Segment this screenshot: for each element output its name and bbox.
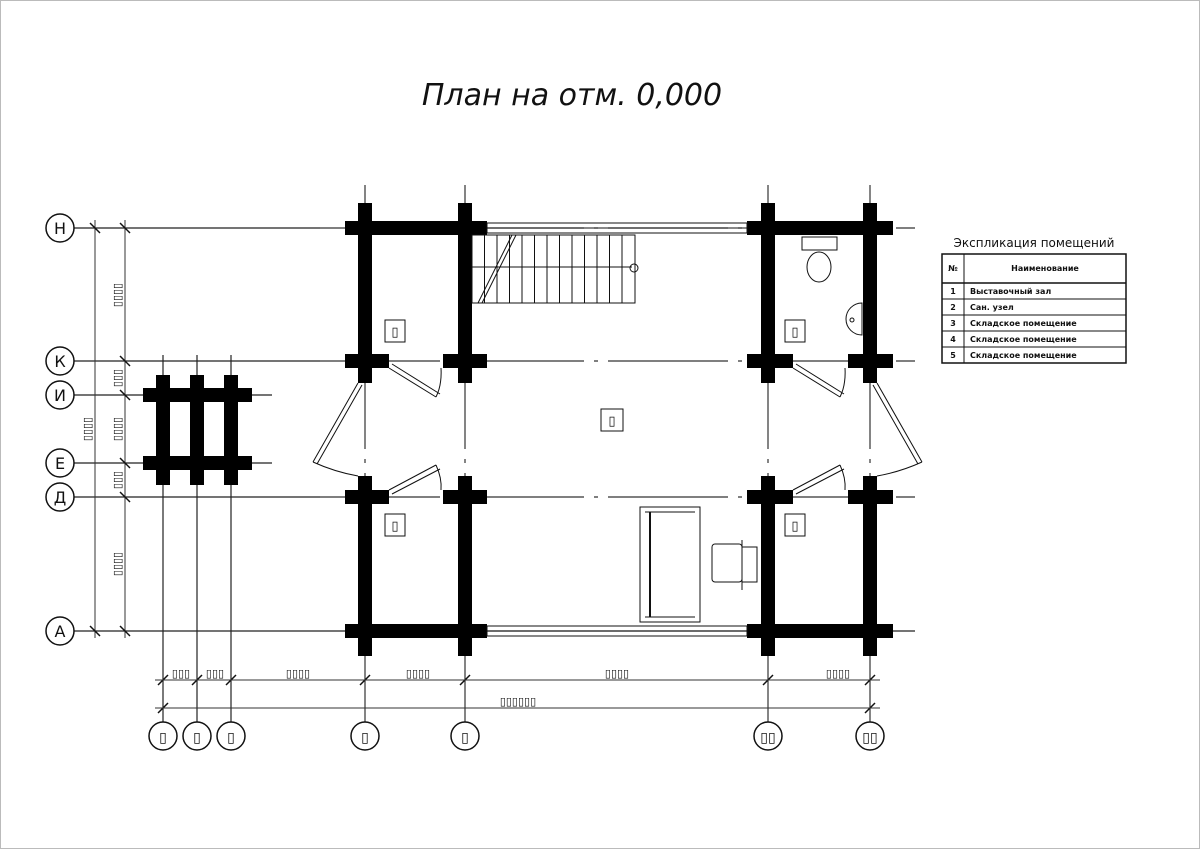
dimension-lines	[89, 220, 880, 714]
svg-text:▯▯: ▯▯	[862, 730, 877, 746]
table-icon	[639, 506, 701, 623]
dim-v-total: ▯▯▯▯	[81, 417, 94, 441]
toilet-icon	[801, 236, 838, 283]
svg-text:▯▯: ▯▯	[760, 730, 775, 746]
svg-text:Выставочный зал: Выставочный зал	[970, 287, 1051, 296]
dim-v-2: ▯▯▯	[111, 369, 124, 387]
axis-marker: Е	[45, 448, 75, 478]
svg-text:▯: ▯	[227, 730, 235, 746]
svg-text:3: 3	[950, 319, 956, 328]
dim-v-5: ▯▯▯▯	[111, 552, 124, 576]
dim-h-4: ▯▯▯▯	[406, 667, 430, 680]
log-walls	[345, 203, 893, 656]
svg-text:Складское помещение: Складское помещение	[970, 351, 1077, 360]
dim-h-total: ▯▯▯▯▯▯	[500, 695, 536, 708]
svg-text:▯: ▯	[193, 730, 201, 746]
dim-h-2: ▯▯▯	[206, 667, 224, 680]
svg-text:▯: ▯	[608, 414, 615, 429]
row-axis-markers: Н К И Е Д А	[45, 213, 75, 646]
dim-h-3: ▯▯▯▯	[286, 667, 310, 680]
axis-marker: К	[45, 346, 75, 376]
svg-text:1: 1	[950, 287, 956, 296]
svg-text:К: К	[54, 352, 66, 371]
dim-v-3: ▯▯▯▯	[111, 417, 124, 441]
svg-text:Д: Д	[54, 488, 67, 507]
column-axis-markers: ▯ ▯ ▯ ▯ ▯ ▯▯ ▯▯	[148, 721, 885, 751]
col-header-num: №	[948, 264, 958, 273]
table-title: Экспликация помещений	[954, 236, 1115, 250]
axis-marker: А	[45, 616, 75, 646]
doors	[312, 363, 923, 495]
dimension-labels: ▯▯▯▯ ▯▯▯ ▯▯▯▯ ▯▯▯ ▯▯▯▯ ▯▯▯▯ ▯▯▯ ▯▯▯ ▯▯▯▯…	[81, 283, 850, 708]
svg-text:Складское помещение: Складское помещение	[970, 335, 1077, 344]
svg-text:Е: Е	[55, 454, 65, 473]
axis-marker: И	[45, 380, 75, 410]
room-tag: ▯	[600, 408, 624, 432]
staircase	[471, 234, 639, 304]
svg-text:▯: ▯	[391, 519, 398, 534]
axis-marker: Н	[45, 213, 75, 243]
axis-marker: ▯	[182, 721, 212, 751]
room-tag: ▯	[784, 319, 806, 343]
axis-marker: ▯▯	[753, 721, 783, 751]
washbasin-icon	[845, 302, 863, 336]
svg-text:И: И	[54, 386, 66, 405]
dim-h-5: ▯▯▯▯	[605, 667, 629, 680]
svg-text:▯: ▯	[361, 730, 369, 746]
svg-text:Складское помещение: Складское помещение	[970, 319, 1077, 328]
dim-v-1: ▯▯▯▯	[111, 283, 124, 307]
plan-title: План на отм. 0,000	[422, 78, 722, 113]
room-schedule-table: Экспликация помещений № Наименование 1 Вы…	[941, 236, 1127, 364]
svg-text:5: 5	[950, 351, 956, 360]
room-tag: ▯	[784, 513, 806, 537]
svg-text:▯: ▯	[791, 519, 798, 534]
dim-v-4: ▯▯▯	[111, 471, 124, 489]
chair-icon	[711, 540, 758, 590]
axis-marker: ▯	[216, 721, 246, 751]
room-tag: ▯	[384, 513, 406, 537]
axis-marker: ▯	[350, 721, 380, 751]
svg-text:▯: ▯	[391, 325, 398, 340]
svg-text:4: 4	[950, 335, 956, 344]
dim-h-6: ▯▯▯▯	[826, 667, 850, 680]
dim-h-1: ▯▯▯	[172, 667, 190, 680]
svg-text:▯: ▯	[791, 325, 798, 340]
room-tag: ▯	[384, 319, 406, 343]
svg-text:Сан. узел: Сан. узел	[970, 303, 1014, 312]
room-tags: ▯ ▯ ▯ ▯ ▯	[384, 319, 806, 537]
axis-marker: ▯	[148, 721, 178, 751]
svg-text:2: 2	[950, 303, 956, 312]
svg-text:▯: ▯	[461, 730, 469, 746]
svg-text:А: А	[55, 622, 66, 641]
axis-marker: ▯▯	[855, 721, 885, 751]
svg-text:Н: Н	[54, 219, 66, 238]
svg-text:▯: ▯	[159, 730, 167, 746]
porch-frame	[143, 375, 252, 485]
axis-marker: ▯	[450, 721, 480, 751]
axis-marker: Д	[45, 482, 75, 512]
col-header-name: Наименование	[1011, 264, 1079, 273]
windows	[486, 222, 748, 637]
